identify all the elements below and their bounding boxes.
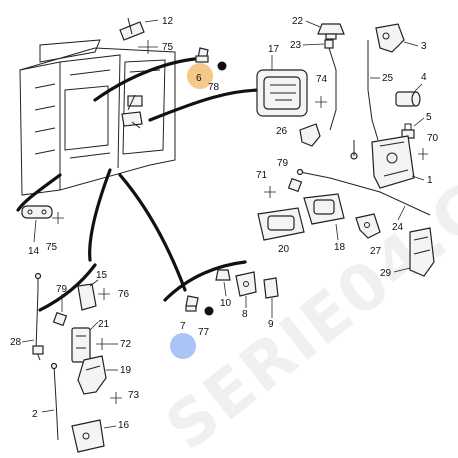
callout-79b: 79 bbox=[277, 158, 289, 169]
callout-71: 71 bbox=[256, 170, 268, 181]
callout-20: 20 bbox=[278, 244, 290, 255]
part-77: 77 bbox=[198, 306, 214, 338]
fastener-72: 72 bbox=[96, 338, 132, 350]
callout-17: 17 bbox=[268, 44, 280, 55]
callout-16: 16 bbox=[118, 420, 130, 431]
part-22: 22 bbox=[292, 16, 345, 40]
part-23: 23 bbox=[290, 39, 337, 131]
callout-29: 29 bbox=[380, 268, 392, 279]
part-29: 29 bbox=[380, 227, 435, 279]
callout-6: 6 bbox=[196, 73, 202, 84]
part-15: 15 bbox=[77, 270, 108, 311]
callout-28: 28 bbox=[10, 337, 22, 348]
highlight-circle-77 bbox=[170, 333, 196, 359]
part-21: 21 bbox=[71, 319, 110, 363]
callout-9: 9 bbox=[268, 319, 274, 330]
callout-8: 8 bbox=[242, 309, 248, 320]
callout-26: 26 bbox=[276, 126, 288, 137]
part-12: 12 bbox=[119, 16, 174, 41]
highlight-circle-6 bbox=[187, 63, 213, 89]
part-7: 7 bbox=[180, 295, 199, 332]
part-24: 24 bbox=[296, 168, 431, 233]
part-16: 16 bbox=[71, 419, 130, 453]
fastener-71: 71 bbox=[256, 170, 276, 198]
callout-24: 24 bbox=[392, 222, 404, 233]
callout-23: 23 bbox=[290, 40, 302, 51]
callout-19: 19 bbox=[120, 365, 132, 376]
callout-77: 77 bbox=[198, 327, 210, 338]
vehicle-rear-sketch bbox=[19, 39, 176, 196]
callout-78: 78 bbox=[208, 82, 220, 93]
part-14: 14 bbox=[21, 205, 53, 257]
separator-curves bbox=[16, 56, 264, 312]
callout-5: 5 bbox=[426, 112, 432, 123]
callout-22: 22 bbox=[292, 16, 304, 27]
part-8: 8 bbox=[235, 271, 257, 320]
part-25: 25 bbox=[350, 40, 394, 160]
rear-lock-sketch bbox=[121, 111, 143, 127]
part-4: 4 bbox=[395, 72, 427, 107]
callout-21: 21 bbox=[98, 319, 110, 330]
callout-25: 25 bbox=[382, 73, 394, 84]
fastener-73: 73 bbox=[110, 390, 140, 404]
part-20: 20 bbox=[257, 207, 305, 255]
callout-70: 70 bbox=[427, 133, 439, 144]
callout-74: 74 bbox=[316, 74, 328, 85]
callout-72: 72 bbox=[120, 339, 132, 350]
callout-3: 3 bbox=[421, 41, 427, 52]
callout-27: 27 bbox=[370, 246, 382, 257]
part-10: 10 bbox=[215, 269, 232, 309]
part-3: 3 bbox=[375, 23, 427, 53]
callout-75a: 75 bbox=[162, 42, 174, 53]
callout-4: 4 bbox=[421, 72, 427, 83]
fastener-75a: 75 bbox=[138, 40, 174, 54]
callout-15: 15 bbox=[96, 270, 108, 281]
callout-14: 14 bbox=[28, 246, 40, 257]
part-1: 1 bbox=[371, 135, 433, 189]
callout-7: 7 bbox=[180, 321, 186, 332]
part-79a: 79 bbox=[52, 284, 68, 327]
part-28: 28 bbox=[10, 272, 44, 361]
callout-73: 73 bbox=[128, 390, 140, 401]
part-2: 2 bbox=[32, 362, 59, 441]
fastener-75b: 75 bbox=[46, 212, 64, 253]
callout-1: 1 bbox=[427, 175, 433, 186]
callout-12: 12 bbox=[162, 16, 174, 27]
fastener-74: 74 bbox=[315, 74, 328, 108]
fastener-70: 70 bbox=[418, 133, 439, 160]
part-26: 26 bbox=[276, 123, 321, 147]
part-27: 27 bbox=[355, 213, 382, 257]
callout-18: 18 bbox=[334, 242, 346, 253]
part-19: 19 bbox=[77, 355, 132, 395]
part-18: 18 bbox=[303, 193, 346, 253]
callout-79a: 79 bbox=[56, 284, 68, 295]
part-6: 6 bbox=[195, 47, 209, 84]
callout-75b: 75 bbox=[46, 242, 58, 253]
part-79b: 79 bbox=[277, 158, 303, 193]
callout-10: 10 bbox=[220, 298, 232, 309]
fastener-76: 76 bbox=[98, 288, 130, 300]
callout-76: 76 bbox=[118, 289, 130, 300]
part-78: 78 bbox=[208, 61, 227, 93]
part-9: 9 bbox=[263, 277, 279, 330]
part-17: 17 bbox=[256, 44, 308, 117]
callout-2: 2 bbox=[32, 409, 38, 420]
